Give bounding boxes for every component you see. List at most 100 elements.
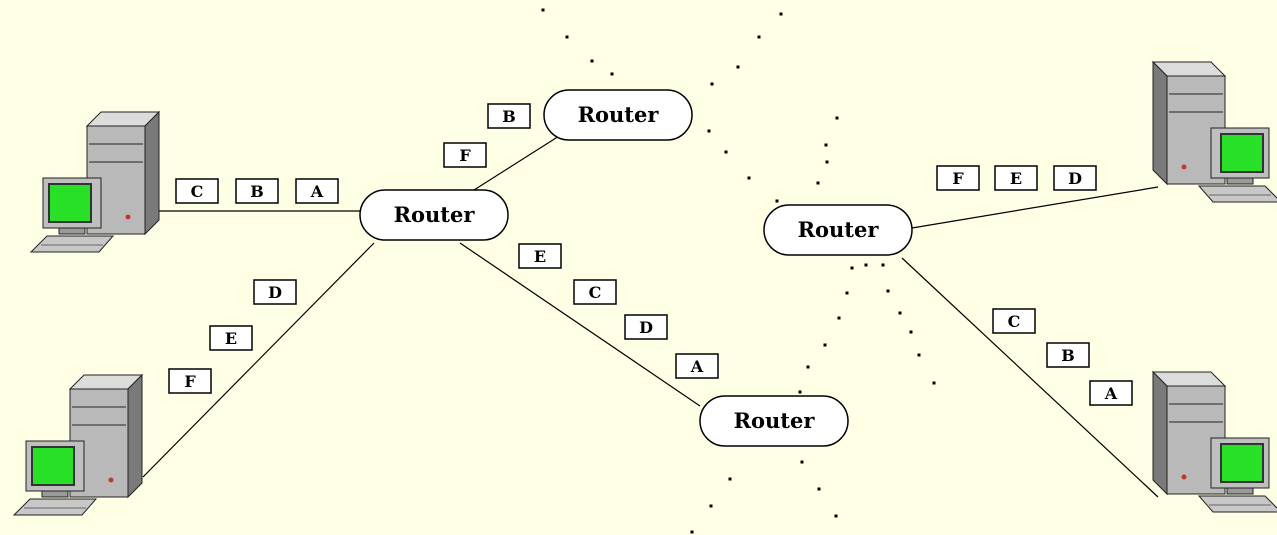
keyboard (12, 498, 98, 516)
router-node (699, 395, 849, 447)
router-label: Router (734, 408, 816, 433)
tower-side (144, 110, 160, 236)
cloud-dot (724, 150, 728, 154)
packet-box (253, 279, 297, 305)
cloud-dot (610, 72, 614, 76)
router-label: Router (394, 202, 476, 227)
cloud-dot (898, 311, 902, 315)
tower-side (127, 373, 143, 499)
packet: A (295, 178, 339, 204)
cloud-dot (757, 35, 761, 39)
cloud-dot (917, 353, 921, 357)
monitor-stand (58, 227, 86, 235)
packet-label: F (952, 169, 964, 188)
packet: F (936, 165, 980, 191)
cloud-dot (707, 129, 711, 133)
cloud-dot (798, 390, 802, 394)
cloud-dot (864, 263, 868, 267)
power-led (125, 214, 131, 220)
cloud-dot (710, 82, 714, 86)
packet-box (573, 279, 617, 305)
packet: C (573, 279, 617, 305)
cloud-dot (709, 504, 713, 508)
packet-box (443, 142, 487, 168)
packet-box (675, 353, 719, 379)
monitor-screen (1220, 133, 1264, 173)
packet-box (518, 243, 562, 269)
packet: B (1046, 342, 1090, 368)
packet-label: C (191, 182, 204, 201)
monitor-screen (48, 183, 92, 223)
link-router-center-left--router-bottom (459, 242, 701, 407)
packet: F (168, 368, 212, 394)
power-led (1181, 474, 1187, 480)
cloud-dot (881, 263, 885, 267)
link-router-right--pc-top-right (911, 186, 1159, 229)
packet-label: C (1008, 312, 1021, 331)
tower-side (1152, 370, 1168, 496)
cloud-dot (932, 381, 936, 385)
cloud-dot (690, 530, 694, 534)
router-right: Router (763, 204, 913, 256)
cloud-dot (590, 59, 594, 63)
cloud-dot (565, 35, 569, 39)
packet-label: B (502, 107, 516, 126)
tower-side (1152, 60, 1168, 186)
cloud-dot (779, 12, 783, 16)
cloud-dot (837, 316, 841, 320)
packet-label: F (459, 146, 471, 165)
desktop-computer-icon (12, 373, 144, 516)
cloud-dot (728, 477, 732, 481)
computers-layer (12, 60, 1277, 516)
router-top: Router (543, 89, 693, 141)
keyboard (29, 235, 115, 253)
cloud-dot (850, 266, 854, 270)
packet: A (675, 353, 719, 379)
packet: D (1053, 165, 1097, 191)
monitor-stand (1226, 177, 1254, 185)
monitor-stand (41, 490, 69, 498)
packet: C (992, 308, 1036, 334)
link-router-center-left--router-top (473, 130, 568, 191)
packet-label: D (1068, 169, 1082, 188)
packet: B (235, 178, 279, 204)
cloud-dot (825, 160, 829, 164)
router-center-left: Router (359, 189, 509, 241)
packet-box (624, 314, 668, 340)
packet-label: F (184, 372, 196, 391)
monitor-screen (1220, 443, 1264, 483)
router-bottom: Router (699, 395, 849, 447)
monitor-screen (31, 446, 75, 486)
cloud-dot (845, 291, 849, 295)
cloud-dot (817, 487, 821, 491)
packet: E (994, 165, 1038, 191)
cloud-dot (823, 343, 827, 347)
link-router-right--pc-bottom-right (901, 257, 1159, 498)
cloud-dot (806, 365, 810, 369)
packet-label: E (1010, 169, 1022, 188)
cloud-dot (886, 289, 890, 293)
packet-label: A (310, 182, 324, 201)
packet-label: A (1104, 384, 1118, 403)
cloud-dot (747, 176, 751, 180)
packet-box (936, 165, 980, 191)
packet-box (994, 165, 1038, 191)
packet-label: E (534, 247, 546, 266)
power-led (108, 477, 114, 483)
router-node (359, 189, 509, 241)
desktop-computer-icon (29, 110, 161, 253)
monitor-stand (1226, 487, 1254, 495)
packet-box (209, 325, 253, 351)
cloud-dot (541, 8, 545, 12)
cloud-dot (834, 514, 838, 518)
packet: B (487, 103, 531, 129)
router-label: Router (578, 102, 660, 127)
router-node (763, 204, 913, 256)
links-layer (142, 130, 1159, 498)
packet-box (487, 103, 531, 129)
packet: E (209, 325, 253, 351)
cloud-dot (775, 199, 779, 203)
desktop-computer-icon (1151, 370, 1277, 513)
